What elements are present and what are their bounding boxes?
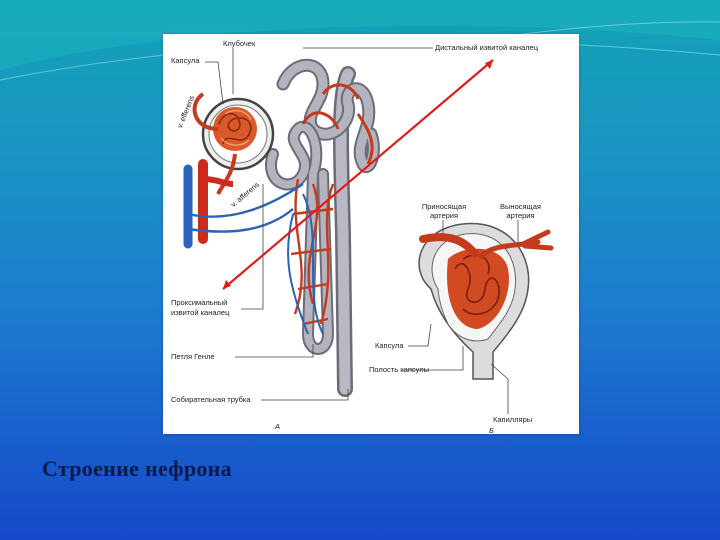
nephron-figure: Клубочек Капсула Дистальный извитой кана… [163,34,579,435]
label-glomerulus: Клубочек [223,39,256,48]
nephron-illustration [183,47,554,414]
label-distal-tubule: Дистальный извитой каналец [435,43,539,52]
label-loop-of-henle: Петля Генле [171,352,215,361]
panel-letter-a: A [275,422,281,431]
label-efferent-artery-1: Выносящая [500,202,541,211]
label-efferent-artery-2: артерия [506,211,535,220]
label-proximal-tubule-2: извитой каналец [171,308,230,317]
panel-letter-b: Б [489,426,494,435]
label-capsule-cavity: Полость капсулы [369,365,429,374]
label-capillaries: Капилляры [493,415,533,424]
label-proximal-tubule-1: Проксимальный [171,298,228,307]
slide-caption: Строение нефрона [42,456,232,481]
label-capsule-a: Капсула [171,56,200,65]
label-afferent-artery-1: Приносящая [421,202,467,211]
label-collecting-duct: Собирательная трубка [171,395,251,404]
label-afferent-artery-2: артерия [429,211,459,220]
label-capsule-b: Капсула [375,341,404,350]
